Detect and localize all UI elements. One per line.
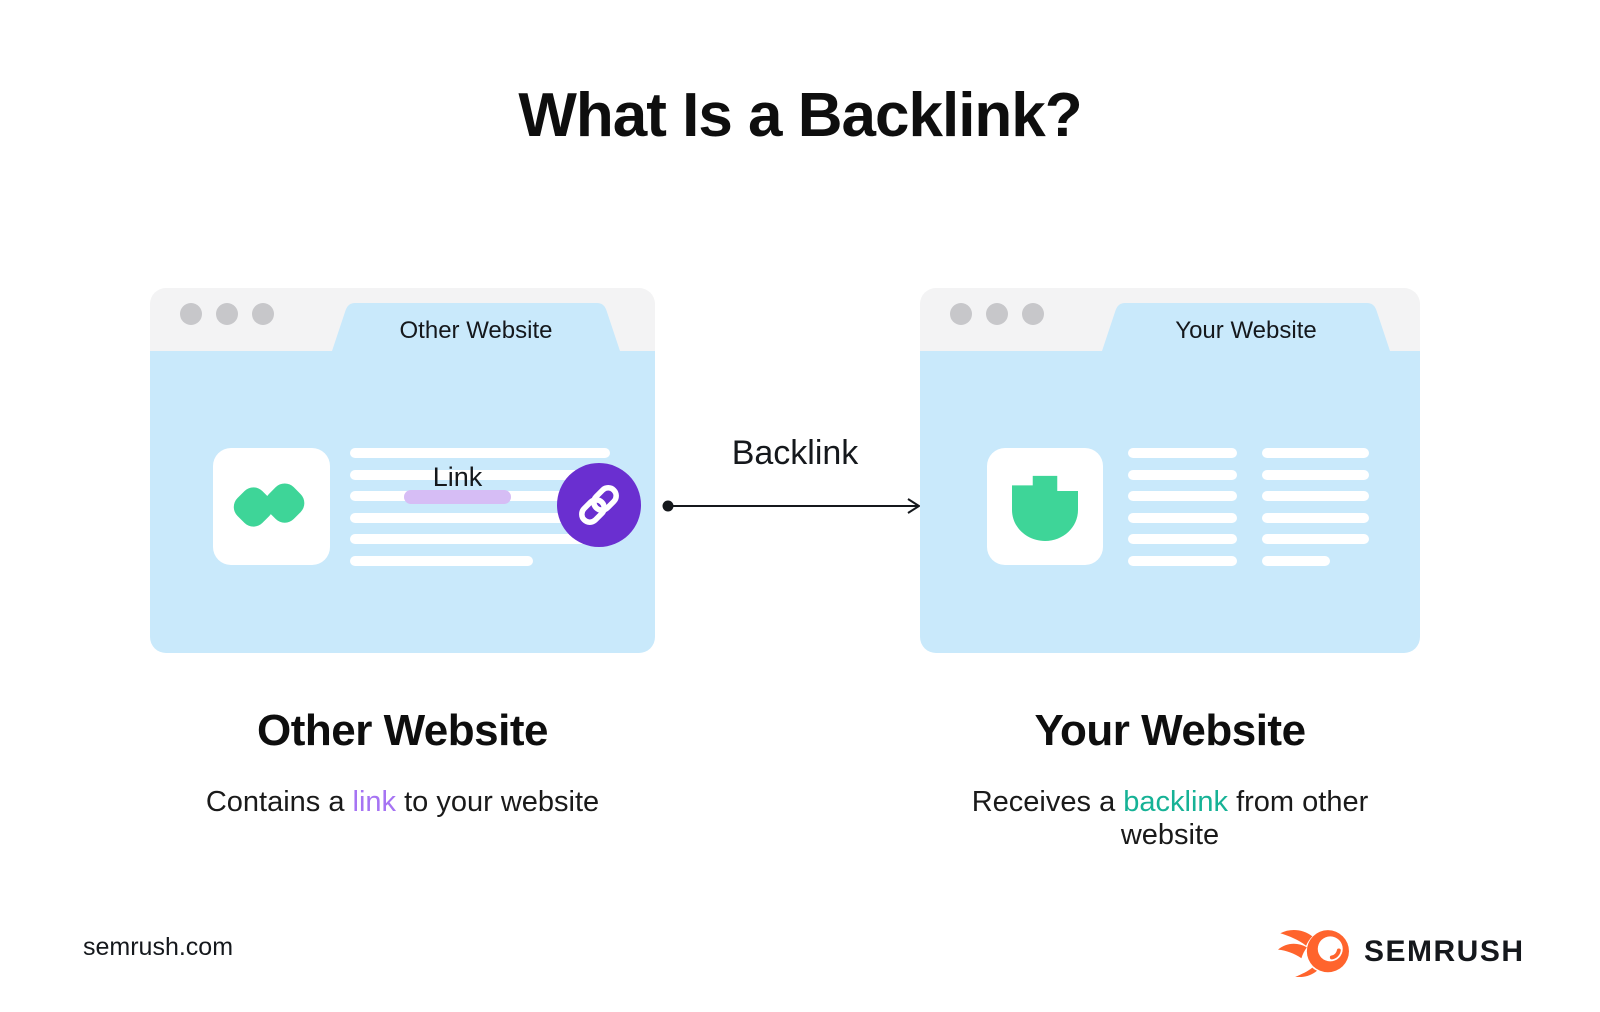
text-line-placeholder [350, 555, 533, 566]
caption-text-post: to your website [396, 786, 600, 818]
text-line-placeholder [1262, 512, 1369, 523]
text-line-placeholder [350, 469, 610, 480]
text-line-placeholder [1128, 469, 1237, 480]
tab-label: Other Website [399, 317, 553, 344]
caption-text-post: from other website [1120, 786, 1369, 851]
window-dot-icon [180, 303, 202, 325]
page-title: What Is a Backlink? [518, 81, 1082, 150]
text-line-placeholder [350, 512, 610, 523]
semrush-wordmark: SEMRUSH [1364, 935, 1525, 968]
text-line-placeholder [1262, 448, 1369, 458]
backlink-arrow [662, 498, 921, 514]
text-line-placeholder [1128, 555, 1237, 566]
generic-logo-icon [233, 482, 304, 527]
caption-heading: Other Website [257, 706, 548, 755]
shield-icon [1012, 475, 1078, 541]
window-dot-icon [950, 303, 972, 325]
caption-text-pre: Receives a [971, 786, 1124, 818]
browser-tab: Your Website [1102, 303, 1390, 351]
site-logo-card [987, 448, 1103, 565]
other-website-window: Other Website Link [150, 288, 655, 653]
text-placeholder-lines [1128, 448, 1237, 566]
other-website-caption: Other Website Contains a link to your we… [150, 706, 655, 819]
text-placeholder-lines [1262, 448, 1369, 566]
text-line-placeholder [1128, 491, 1237, 501]
tab-shape [332, 303, 620, 351]
semrush-flame-icon [1278, 929, 1349, 977]
your-website-caption: Your Website Receives a backlink from ot… [920, 706, 1420, 852]
window-dot-icon [252, 303, 274, 325]
window-dot-icon [1022, 303, 1044, 325]
text-line-placeholder [1128, 534, 1237, 544]
semrush-logo: SEMRUSH [1278, 926, 1525, 978]
window-dot-icon [216, 303, 238, 325]
caption-subtext: Contains a link to your website [150, 786, 655, 819]
caption-highlight-backlink: backlink [1123, 786, 1229, 818]
text-line-placeholder [1262, 534, 1369, 544]
chain-link-icon [579, 485, 619, 525]
caption-highlight-link: link [352, 786, 397, 818]
text-line-placeholder [350, 448, 610, 458]
text-line-placeholder [1262, 491, 1369, 501]
caption-subtext: Receives a backlink from other website [920, 786, 1420, 852]
browser-tab: Other Website [332, 303, 620, 351]
tab-label: Your Website [1175, 317, 1317, 344]
text-line-placeholder [1128, 512, 1237, 523]
link-anchor-text: Link [432, 462, 483, 492]
text-line-placeholder [350, 534, 610, 544]
caption-text-pre: Contains a [205, 786, 353, 818]
caption-heading: Your Website [1034, 706, 1306, 755]
text-line-placeholder [1128, 448, 1237, 458]
window-dot-icon [986, 303, 1008, 325]
tab-shape [1102, 303, 1390, 351]
link-badge [557, 463, 641, 547]
backlink-arrow-label: Backlink [731, 434, 859, 472]
text-line-placeholder [1262, 469, 1369, 480]
source-url: semrush.com [83, 933, 234, 961]
your-website-window: Your Website [920, 288, 1420, 653]
text-line-placeholder [1262, 555, 1330, 566]
link-highlight-pill [404, 490, 511, 504]
backlink-connector: Backlink [660, 434, 930, 524]
site-logo-card [213, 448, 330, 565]
window-control-dots [950, 303, 1044, 325]
window-control-dots [180, 303, 274, 325]
